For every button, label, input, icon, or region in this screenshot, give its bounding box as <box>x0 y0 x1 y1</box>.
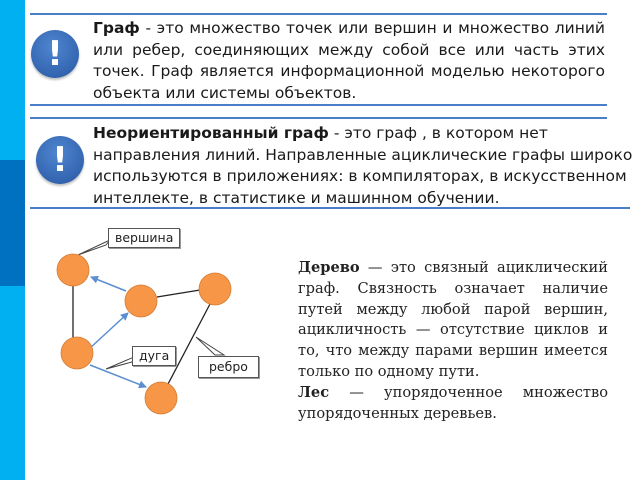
definition-undirected-text: - это граф , в котором нет направления л… <box>93 124 633 207</box>
arc-arrow <box>90 275 127 292</box>
callout-pointer-edge <box>195 336 226 356</box>
definition-undirected-graph: Неориентированный граф - это граф , в ко… <box>93 123 638 209</box>
exclamation-icon: ! <box>31 30 79 78</box>
edge-line <box>166 303 211 387</box>
graph-node <box>144 381 178 415</box>
edge-line <box>156 289 201 298</box>
callout-pointer-arc <box>105 356 135 370</box>
arc-arrow <box>89 364 147 389</box>
definition-tree-text: — это связный ациклический граф. Связнос… <box>298 259 608 380</box>
arc-arrow <box>88 312 129 350</box>
term-tree: Дерево <box>298 259 360 276</box>
callout-pointer-vertex <box>77 239 111 256</box>
sidebar-segment-top <box>0 0 25 160</box>
graph-node <box>56 253 90 287</box>
graph-node <box>60 336 94 370</box>
definition-graph-text: - это множество точек или вершин и множе… <box>93 19 605 102</box>
label-edge: ребро <box>198 356 259 378</box>
definition-forest-text: — упорядоченное множество упорядоченных … <box>298 383 608 422</box>
term-undirected-graph: Неориентированный граф <box>93 124 329 142</box>
graph-node <box>198 272 232 306</box>
label-arc: дуга <box>132 346 177 366</box>
rule-top-2 <box>30 117 607 119</box>
label-vertex: вершина <box>108 228 181 248</box>
exclamation-icon: ! <box>36 136 84 184</box>
definitions-right: Дерево — это связный ациклический граф. … <box>298 258 608 424</box>
term-graph: Граф <box>93 19 140 37</box>
definition-forest: Лес — упорядоченное множество упорядочен… <box>298 383 608 425</box>
rule-top-1 <box>30 13 607 15</box>
sidebar-segment-middle <box>0 160 25 286</box>
rule-bottom-1 <box>30 104 607 106</box>
definition-tree: Дерево — это связный ациклический граф. … <box>298 258 608 383</box>
definition-graph: Граф - это множество точек или вершин и … <box>93 18 605 104</box>
sidebar-stripe <box>0 0 25 480</box>
sidebar-segment-bottom <box>0 286 25 480</box>
graph-node <box>124 284 158 318</box>
rule-bottom-2 <box>30 207 630 209</box>
term-forest: Лес <box>298 383 330 401</box>
